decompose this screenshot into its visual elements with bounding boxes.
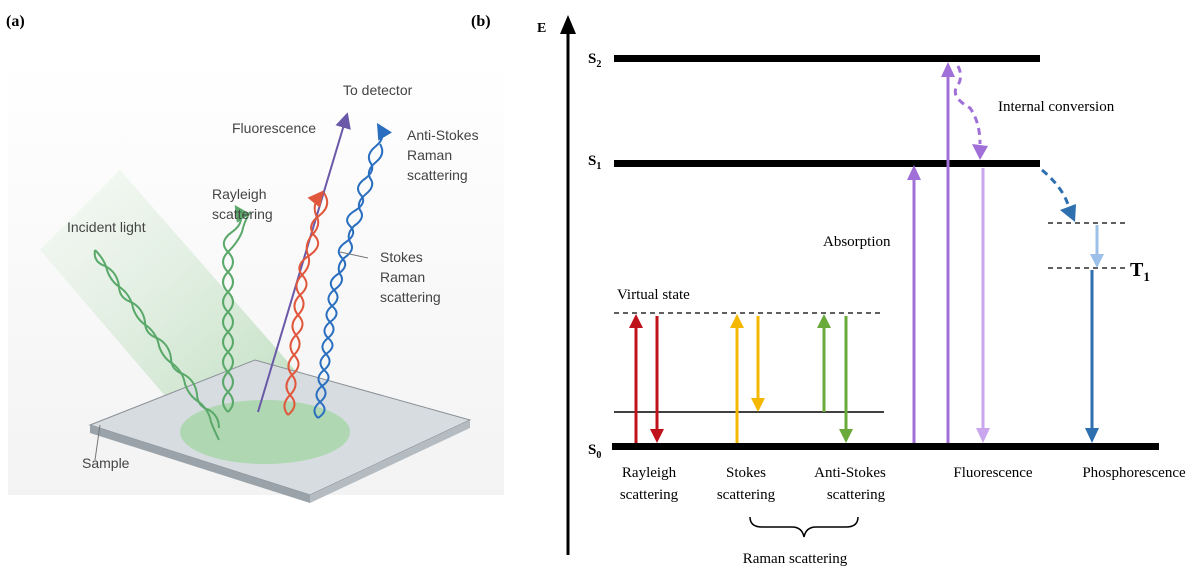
anti-stokes-wave <box>313 122 393 419</box>
phosphorescence-label: Phosphorescence <box>1082 465 1186 481</box>
raman-scattering-label: Raman scattering <box>743 551 848 567</box>
virtual-state-label: Virtual state <box>617 287 690 303</box>
rayleigh-label-line1: Rayleigh <box>212 186 266 202</box>
internal-conversion-label: Internal conversion <box>998 99 1115 115</box>
anti-stokes-label-b-line1: Anti-Stokes <box>814 465 886 481</box>
stokes-wave <box>283 190 329 416</box>
illuminated-spot <box>180 400 350 464</box>
s0-level <box>612 443 1159 450</box>
t1-label: T1 <box>1130 259 1150 284</box>
rayleigh-label-b-line2: scattering <box>620 487 679 503</box>
s2-label: S2 <box>588 51 601 70</box>
anti-stokes-arrows <box>817 314 853 443</box>
sample-leader-line <box>94 424 101 461</box>
rayleigh-label-line2: scattering <box>212 206 273 222</box>
sample-label: Sample <box>82 455 130 471</box>
to-detector-label: To detector <box>343 82 413 98</box>
anti-stokes-label-line1: Anti-Stokes <box>407 127 479 143</box>
stokes-label-line3: scattering <box>380 289 441 305</box>
stokes-arrows <box>730 314 765 443</box>
s2-level <box>614 55 1040 62</box>
panel-a-label: (a) <box>6 13 25 30</box>
panel-b-label: (b) <box>471 13 491 30</box>
internal-conversion-arrow <box>953 65 988 160</box>
panel-a: (a) <box>6 13 504 503</box>
sample-plate <box>88 359 472 503</box>
incident-wave <box>93 249 220 441</box>
stokes-label-line2: Raman <box>380 269 425 285</box>
anti-stokes-label-b-line2: scattering <box>827 487 886 503</box>
energy-axis-label: E <box>537 21 546 36</box>
t1-relaxation-arrow <box>1090 225 1104 268</box>
fluorescence-label-a: Fluorescence <box>232 120 316 136</box>
anti-stokes-label-line2: Raman <box>407 147 452 163</box>
fluorescence-label-b: Fluorescence <box>953 465 1032 481</box>
rayleigh-label-b-line1: Rayleigh <box>622 465 677 481</box>
stokes-label-b-line1: Stokes <box>726 465 766 481</box>
rayleigh-arrows <box>629 314 664 443</box>
s1-level <box>614 160 1040 167</box>
energy-axis-arrowhead <box>560 15 576 34</box>
s0-label: S0 <box>588 442 601 461</box>
anti-stokes-label-line3: scattering <box>407 167 468 183</box>
intersystem-crossing-arrow <box>1041 168 1076 222</box>
fluorescence-arrow <box>257 112 351 413</box>
phosphorescence-arrow <box>1085 270 1099 443</box>
panel-b: (b) E S2 S1 S0 T1 <box>471 13 1186 567</box>
absorption-label: Absorption <box>823 234 891 250</box>
rayleigh-wave <box>222 205 251 413</box>
s1-label: S1 <box>588 153 601 172</box>
incident-light-label: Incident light <box>67 219 146 235</box>
raman-brace <box>749 516 859 538</box>
stokes-leader-line <box>339 251 369 259</box>
stokes-label-line1: Stokes <box>380 249 423 265</box>
fluorescence-emission-arrow <box>976 168 990 443</box>
absorption-arrows <box>907 62 955 443</box>
stokes-label-b-line2: scattering <box>717 487 776 503</box>
